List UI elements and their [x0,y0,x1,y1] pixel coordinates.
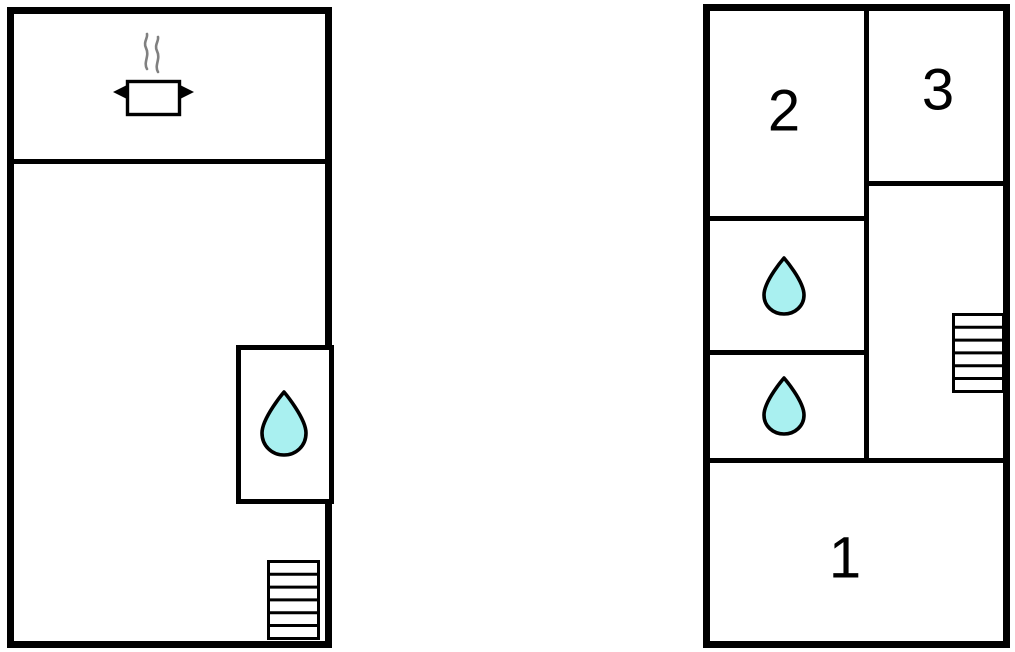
water-drop-shape [762,376,806,436]
water-drop-shape [762,256,806,316]
water-drop-icon [260,390,308,457]
steam-line-left [143,32,149,71]
pot-handle-left [113,85,127,99]
room-label-1: 1 [829,525,861,590]
water-drop-shape [260,390,308,457]
left-plan [7,7,334,648]
cooking-pot-icon [113,32,194,117]
water-drop-icon [762,376,806,436]
stairs-icon [267,560,320,640]
room-label-3: 3 [922,57,954,122]
pot-handle-right [180,85,194,99]
right-plan: 2 3 1 [703,4,1010,648]
pot-body [125,79,182,117]
steam-line-right [154,35,160,74]
stairs-icon [952,313,1005,393]
water-drop-icon [762,256,806,316]
room-label-2: 2 [768,78,800,143]
